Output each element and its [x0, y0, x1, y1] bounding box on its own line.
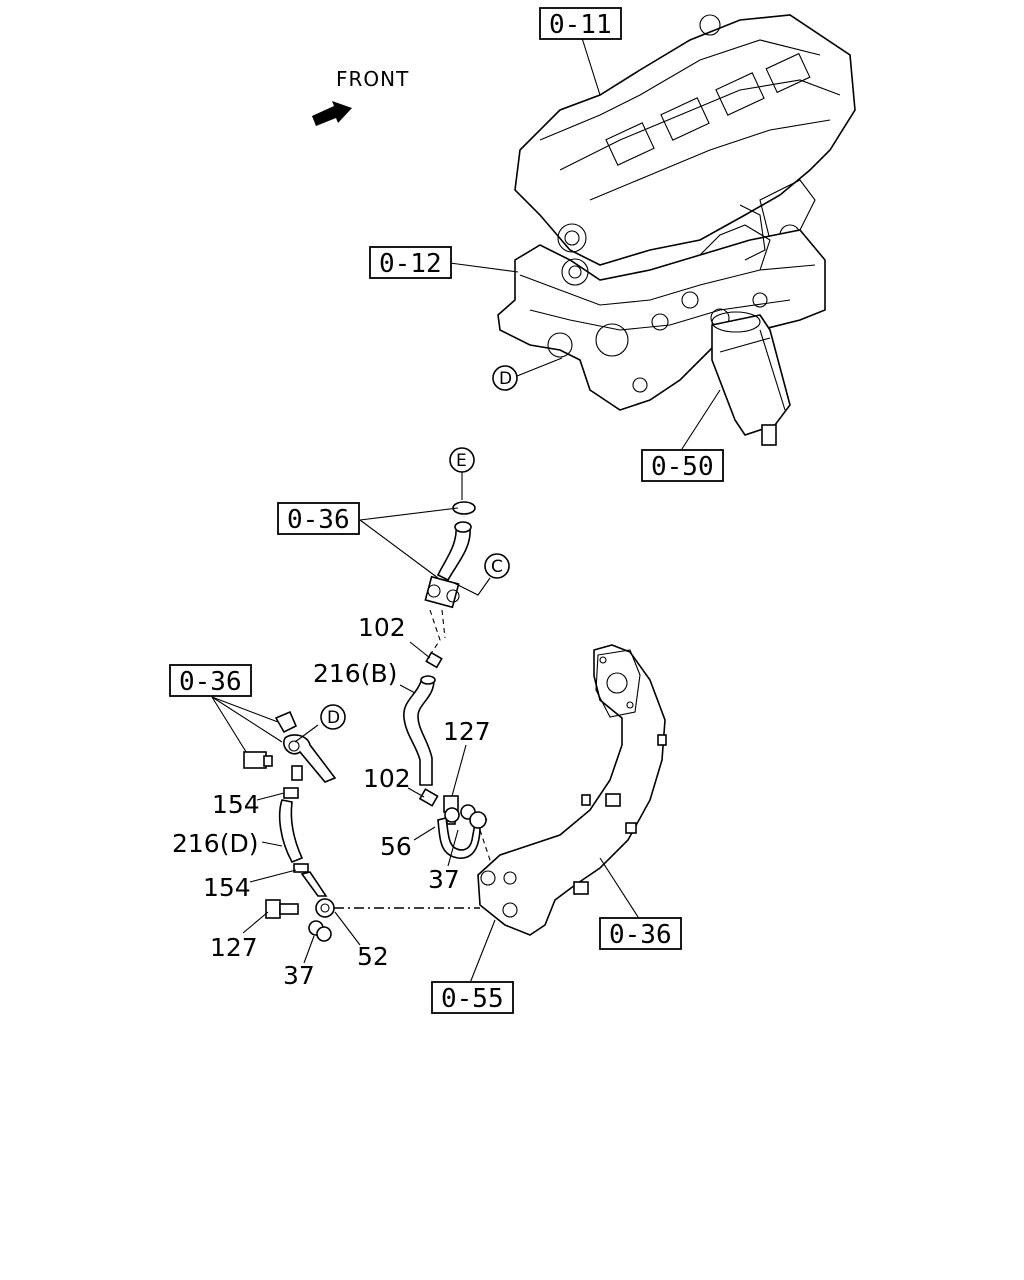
ref-0-55[interactable]: 0-55 [431, 981, 514, 1014]
hose-216d [278, 799, 304, 864]
label-127-mid[interactable]: 127 [443, 717, 491, 746]
circle-c-text: C [491, 557, 503, 577]
label-102-upper[interactable]: 102 [358, 613, 406, 642]
label-127-lower[interactable]: 127 [210, 933, 258, 962]
circle-d-clip-text: D [327, 708, 340, 728]
clip-assembly-left [243, 710, 337, 783]
label-56[interactable]: 56 [380, 832, 412, 861]
label-216b[interactable]: 216(B) [313, 659, 397, 688]
ref-0-12-text: 0-12 [379, 249, 442, 279]
ref-0-36-right[interactable]: 0-36 [599, 917, 682, 950]
label-216d[interactable]: 216(D) [172, 829, 258, 858]
circle-d-clip[interactable]: D [320, 704, 346, 730]
circle-d-engine[interactable]: D [492, 365, 518, 391]
oil-filter [711, 311, 791, 446]
ref-0-36-upper[interactable]: 0-36 [277, 502, 360, 535]
bolt-127-lower [265, 899, 299, 919]
ref-0-12[interactable]: 0-12 [369, 246, 452, 279]
cylinder-head-shape [514, 14, 856, 266]
upper-hose [424, 501, 476, 656]
circle-c[interactable]: C [484, 553, 510, 579]
ref-0-36-left-text: 0-36 [179, 667, 242, 697]
label-102-lower[interactable]: 102 [363, 764, 411, 793]
label-37-mid[interactable]: 37 [428, 865, 460, 894]
ref-0-36-left[interactable]: 0-36 [169, 664, 252, 697]
engine-assembly [497, 14, 856, 411]
front-arrow: FRONT [312, 67, 409, 126]
label-154-lower[interactable]: 154 [203, 873, 251, 902]
ref-0-11[interactable]: 0-11 [539, 7, 622, 40]
ref-0-55-text: 0-55 [441, 984, 504, 1014]
label-154-upper[interactable]: 154 [212, 790, 260, 819]
ref-0-36-right-text: 0-36 [609, 920, 672, 950]
pipe-52 [300, 871, 328, 897]
ref-0-11-text: 0-11 [549, 10, 612, 40]
front-label: FRONT [336, 67, 409, 91]
ref-0-50-text: 0-50 [651, 452, 714, 482]
hose-216b [403, 677, 435, 786]
exhaust-pipe [477, 644, 666, 936]
label-37-lower[interactable]: 37 [283, 961, 315, 990]
front-arrow-icon [312, 101, 352, 126]
ref-0-50[interactable]: 0-50 [641, 449, 724, 482]
circle-d-engine-text: D [499, 369, 512, 389]
circle-e-text: E [456, 451, 467, 471]
ref-0-36-upper-text: 0-36 [287, 505, 350, 535]
label-52[interactable]: 52 [357, 942, 389, 971]
circle-e[interactable]: E [449, 447, 475, 473]
